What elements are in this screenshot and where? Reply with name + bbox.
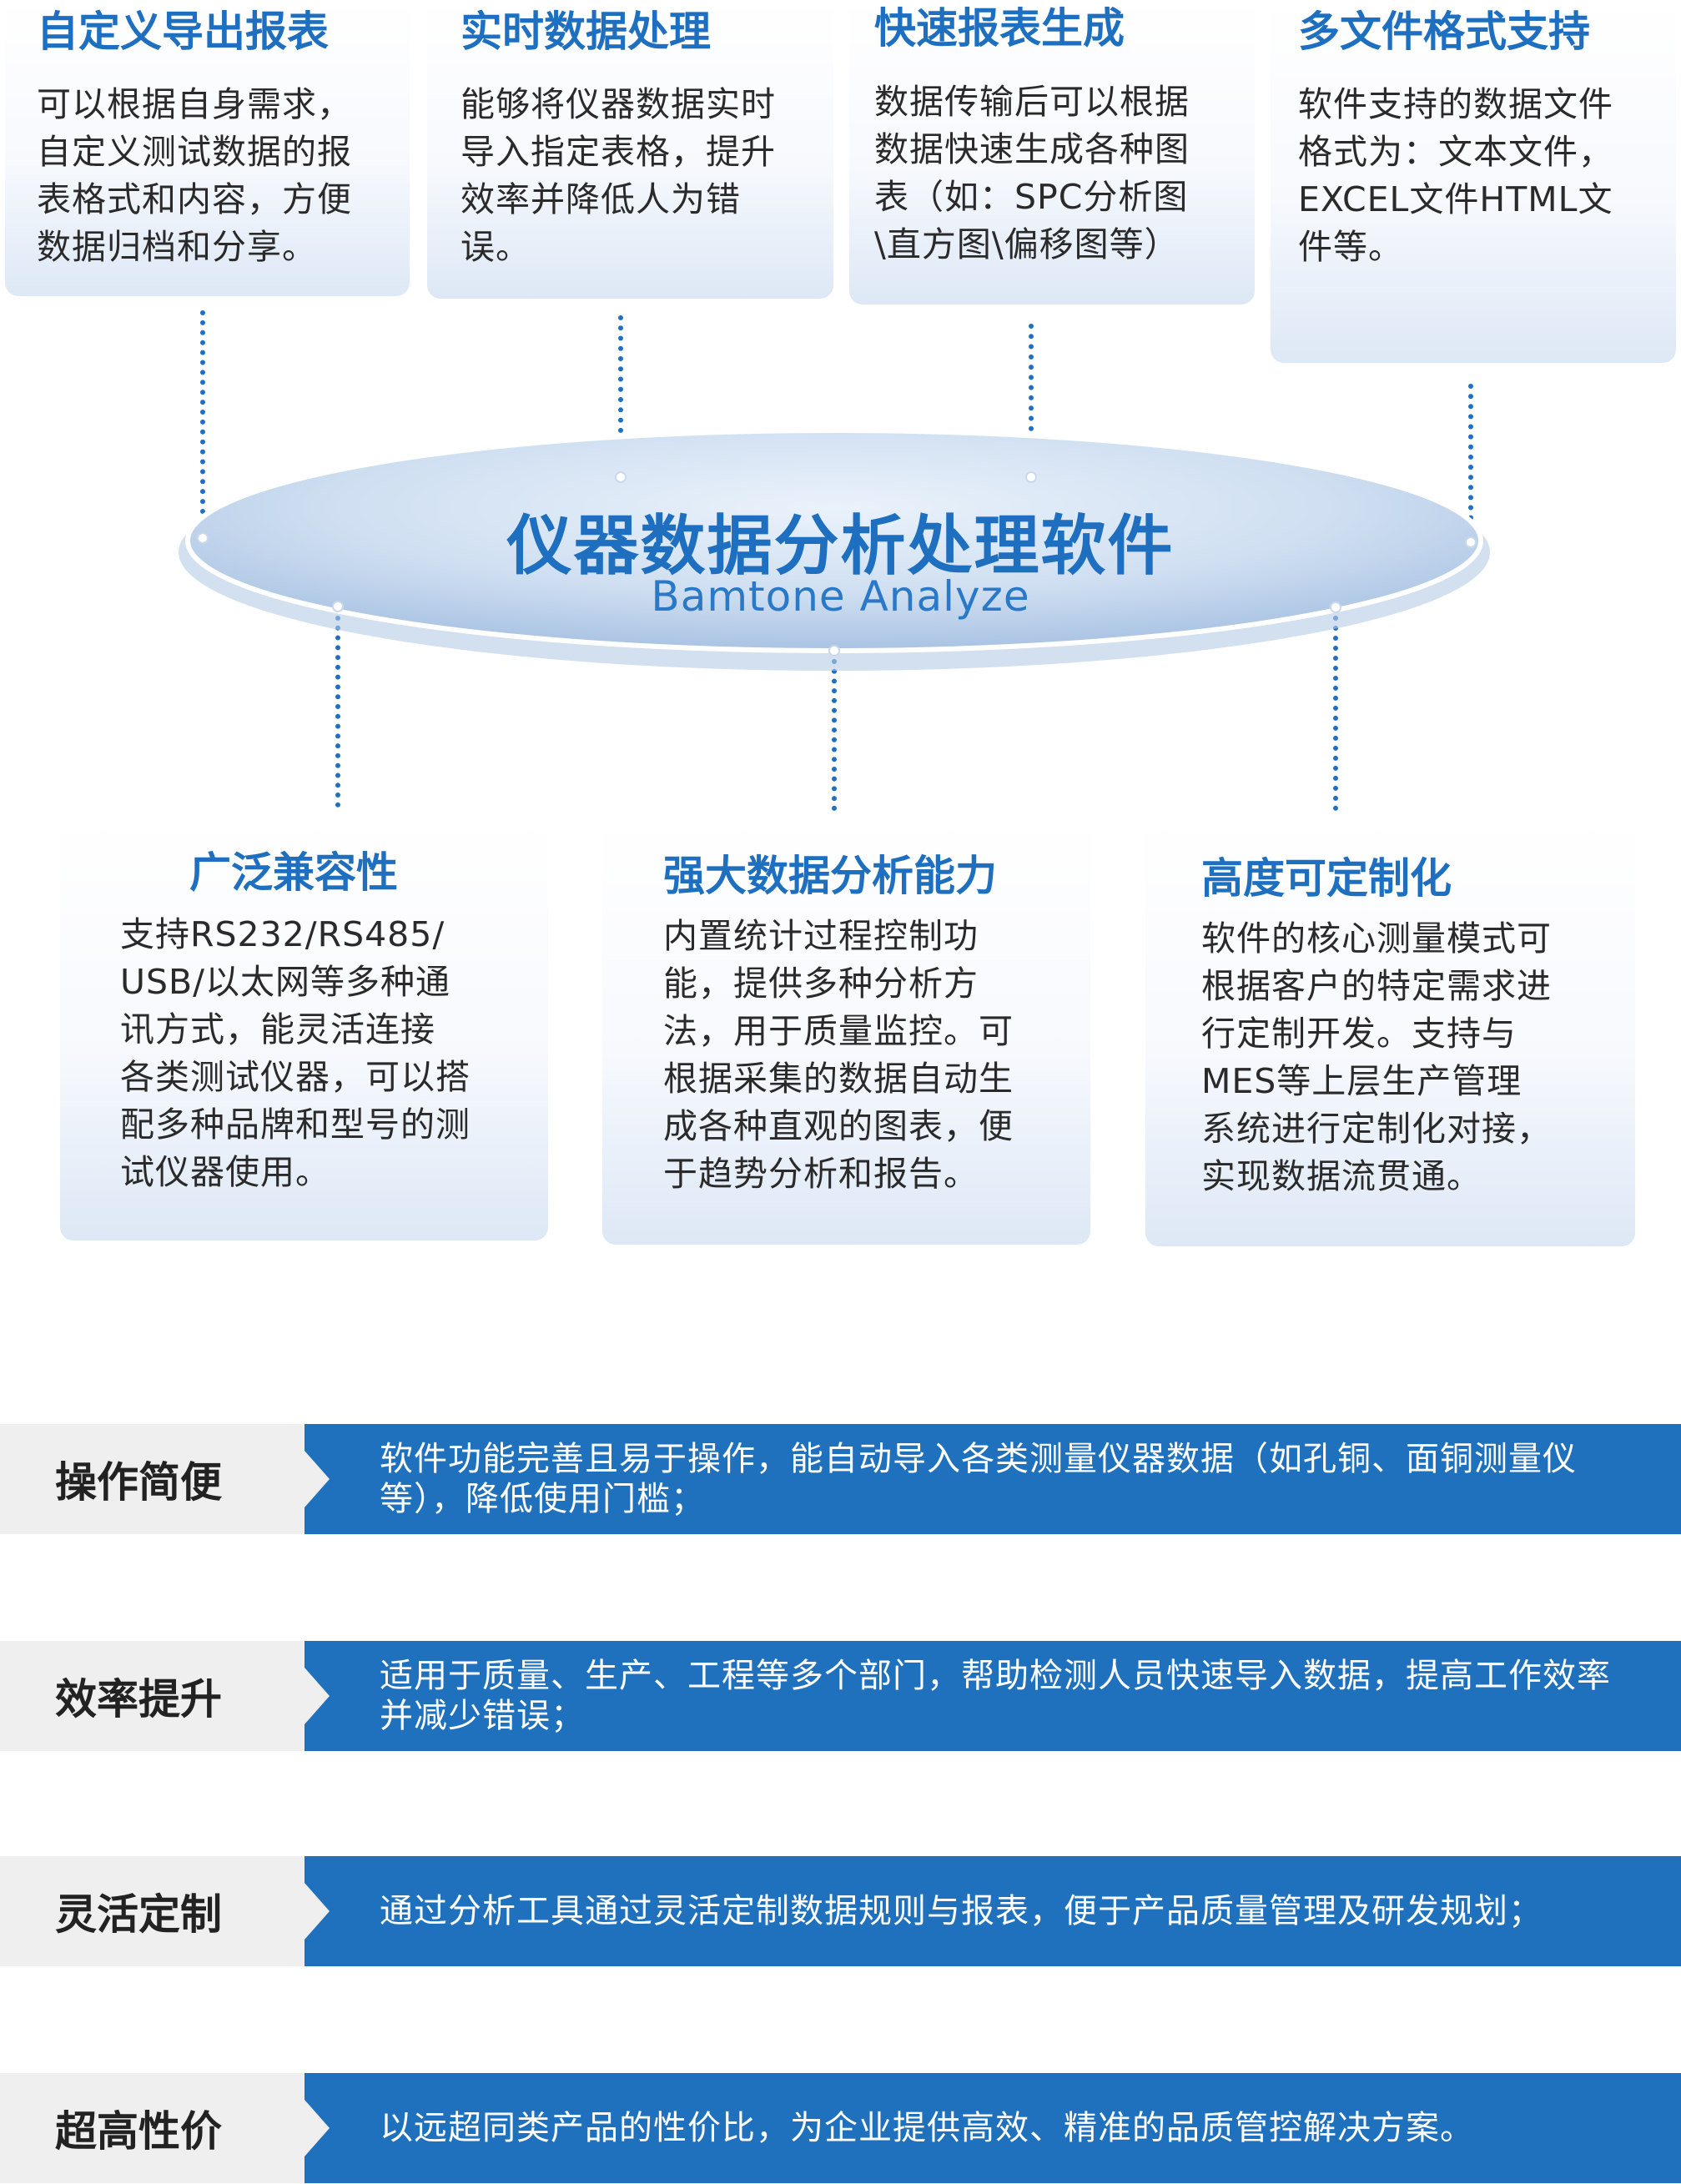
feature-card-title: 快速报表生成 (874, 4, 1125, 53)
advantage-text: 以远超同类产品的性价比，为企业提供高效、精准的品质管控解决方案。 (380, 2109, 1474, 2147)
advantage-text: 适用于质量、生产、工程等多个部门，帮助检测人员快速导入数据，提高工作效率并减少错… (380, 1657, 1611, 1735)
arrow-notch (304, 1883, 330, 1940)
connector-dot (615, 471, 627, 483)
connector-line (618, 315, 623, 474)
connector-dot (1025, 471, 1037, 483)
feature-card-title: 自定义导出报表 (37, 8, 329, 56)
connector-line (200, 310, 205, 534)
feature-card-title: 多文件格式支持 (1298, 8, 1590, 56)
advantage-bar: 以远超同类产品的性价比，为企业提供高效、精准的品质管控解决方案。 (304, 2073, 1681, 2183)
connector-dot (828, 645, 840, 657)
feature-card-data-analysis: 强大数据分析能力 内置统计过程控制功 能，提供多种分析方 法，用于质量监控。可 … (602, 819, 1090, 1245)
arrow-notch (304, 1451, 330, 1507)
feature-card-body: 软件支持的数据文件 格式为：文本文件， EXCEL文件HTML文 件等。 (1298, 84, 1613, 267)
feature-card-title: 高度可定制化 (1201, 854, 1452, 903)
feature-card-realtime-processing: 实时数据处理 能够将仪器数据实时 导入指定表格，提升 效率并降低人为错 误。 (427, 0, 833, 299)
advantage-bar: 软件功能完善且易于操作，能自动导入各类测量仪器数据（如孔铜、面铜测量仪等），降低… (304, 1424, 1681, 1534)
advantage-label: 操作简便 (0, 1424, 304, 1534)
arrow-notch (304, 2100, 330, 2156)
arrow-notch (304, 1668, 330, 1724)
advantage-label: 效率提升 (0, 1641, 304, 1751)
advantage-text: 软件功能完善且易于操作，能自动导入各类测量仪器数据（如孔铜、面铜测量仪等），降低… (380, 1440, 1577, 1518)
center-title: 仪器数据分析处理软件 (506, 509, 1175, 584)
feature-card-title: 广泛兼容性 (189, 848, 398, 897)
feature-card-file-formats: 多文件格式支持 软件支持的数据文件 格式为：文本文件， EXCEL文件HTML文… (1271, 0, 1676, 363)
feature-card-customizable: 高度可定制化 软件的核心测量模式可 根据客户的特定需求进 行定制开发。支持与 M… (1145, 819, 1635, 1246)
feature-card-body: 支持RS232/RS485/ USB/以太网等多种通 讯方式，能灵活连接 各类测… (120, 914, 471, 1192)
connector-line (1468, 384, 1473, 541)
connector-line (1333, 616, 1338, 811)
feature-card-body: 软件的核心测量模式可 根据客户的特定需求进 行定制开发。支持与 MES等上层生产… (1201, 918, 1552, 1196)
advantage-text: 通过分析工具通过灵活定制数据规则与报表，便于产品质量管理及研发规划； (380, 1892, 1543, 1930)
connector-dot (1465, 536, 1477, 548)
connector-dot (1330, 601, 1341, 613)
advantage-bar: 通过分析工具通过灵活定制数据规则与报表，便于产品质量管理及研发规划； (304, 1856, 1681, 1966)
feature-card-compatibility: 广泛兼容性 支持RS232/RS485/ USB/以太网等多种通 讯方式，能灵活… (60, 819, 548, 1240)
feature-card-body: 数据传输后可以根据 数据快速生成各种图 表（如：SPC分析图 \直方图\偏移图等… (874, 82, 1190, 264)
connector-dot (332, 601, 344, 612)
advantage-bar: 适用于质量、生产、工程等多个部门，帮助检测人员快速导入数据，提高工作效率并减少错… (304, 1641, 1681, 1751)
connector-dot (197, 532, 209, 544)
connector-line (832, 659, 837, 811)
feature-card-fast-report: 快速报表生成 数据传输后可以根据 数据快速生成各种图 表（如：SPC分析图 \直… (849, 0, 1255, 304)
feature-card-body: 内置统计过程控制功 能，提供多种分析方 法，用于质量监控。可 根据采集的数据自动… (663, 916, 1014, 1194)
center-subtitle: Bamtone Analyze (651, 572, 1030, 621)
feature-card-body: 能够将仪器数据实时 导入指定表格，提升 效率并降低人为错 误。 (461, 84, 776, 267)
feature-card-title: 强大数据分析能力 (663, 852, 997, 900)
connector-line (335, 616, 340, 808)
feature-card-title: 实时数据处理 (461, 8, 711, 56)
advantage-label: 超高性价 (0, 2073, 304, 2183)
feature-card-custom-report: 自定义导出报表 可以根据自身需求， 自定义测试数据的报 表格式和内容，方便 数据… (5, 0, 410, 296)
advantage-label: 灵活定制 (0, 1856, 304, 1966)
connector-line (1029, 324, 1034, 472)
feature-card-body: 可以根据自身需求， 自定义测试数据的报 表格式和内容，方便 数据归档和分享。 (37, 84, 352, 267)
